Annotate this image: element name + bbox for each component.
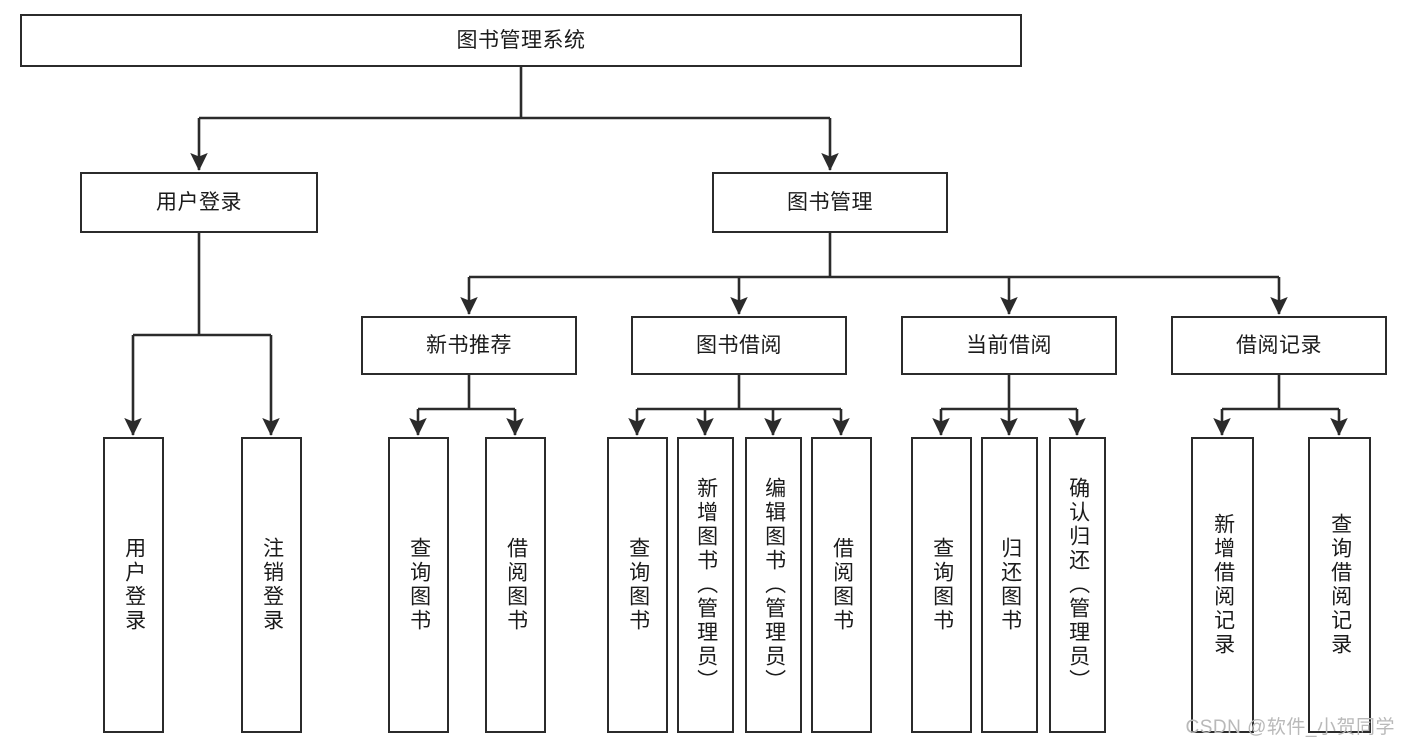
node-new-book-recommend[interactable]: 新书推荐 <box>361 316 577 375</box>
leaf-add-borrow-record[interactable]: 新增借阅记录 <box>1191 437 1254 733</box>
leaf-label: 用户登录 <box>122 537 146 633</box>
node-root-book-management-system[interactable]: 图书管理系统 <box>20 14 1022 67</box>
node-user-login[interactable]: 用户登录 <box>80 172 318 233</box>
leaf-label: 确认归还（管理员） <box>1066 477 1090 693</box>
leaf-query-book-recommend[interactable]: 查询图书 <box>388 437 449 733</box>
leaf-return-book[interactable]: 归还图书 <box>981 437 1038 733</box>
leaf-add-book[interactable]: 新增图书（管理员） <box>677 437 734 733</box>
node-current-borrow[interactable]: 当前借阅 <box>901 316 1117 375</box>
leaf-label: 新增图书（管理员） <box>694 477 718 693</box>
node-borrow-record[interactable]: 借阅记录 <box>1171 316 1387 375</box>
leaf-logout-login[interactable]: 注销登录 <box>241 437 302 733</box>
leaf-borrow-book-borrow[interactable]: 借阅图书 <box>811 437 872 733</box>
leaf-borrow-book-recommend[interactable]: 借阅图书 <box>485 437 546 733</box>
node-label: 图书借阅 <box>696 333 782 357</box>
leaf-label: 注销登录 <box>260 537 284 633</box>
node-label: 图书管理 <box>787 190 873 214</box>
node-book-borrow[interactable]: 图书借阅 <box>631 316 847 375</box>
leaf-label: 查询图书 <box>626 537 650 633</box>
leaf-label: 编辑图书（管理员） <box>762 477 786 693</box>
node-book-manage[interactable]: 图书管理 <box>712 172 948 233</box>
leaf-label: 查询借阅记录 <box>1328 513 1352 657</box>
leaf-label: 借阅图书 <box>504 537 528 633</box>
leaf-confirm-return[interactable]: 确认归还（管理员） <box>1049 437 1106 733</box>
node-label: 新书推荐 <box>426 333 512 357</box>
leaf-query-book-current[interactable]: 查询图书 <box>911 437 972 733</box>
node-label: 当前借阅 <box>966 333 1052 357</box>
leaf-label: 新增借阅记录 <box>1211 513 1235 657</box>
leaf-label: 借阅图书 <box>830 537 854 633</box>
leaf-query-borrow-record[interactable]: 查询借阅记录 <box>1308 437 1371 733</box>
node-label: 图书管理系统 <box>456 28 586 52</box>
csdn-watermark: CSDN @软件_小贺同学 <box>1185 717 1395 738</box>
leaf-edit-book[interactable]: 编辑图书（管理员） <box>745 437 802 733</box>
leaf-query-book-borrow[interactable]: 查询图书 <box>607 437 668 733</box>
leaf-label: 归还图书 <box>998 537 1022 633</box>
node-label: 用户登录 <box>156 190 242 214</box>
leaf-label: 查询图书 <box>930 537 954 633</box>
leaf-label: 查询图书 <box>407 537 431 633</box>
node-label: 借阅记录 <box>1236 333 1322 357</box>
leaf-user-login[interactable]: 用户登录 <box>103 437 164 733</box>
